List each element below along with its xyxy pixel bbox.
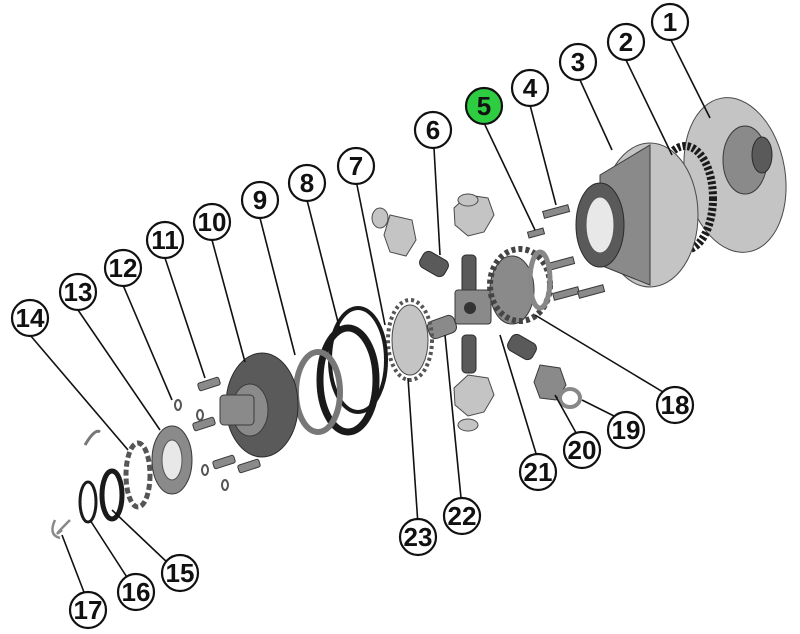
callout-9-label: 9 [253, 185, 267, 215]
callout-14-label: 14 [16, 303, 45, 333]
callout-18[interactable]: 18 [655, 385, 695, 425]
part-small-rings [78, 468, 125, 524]
callout-5[interactable]: 5 [464, 86, 504, 126]
callout-23-label: 23 [404, 522, 433, 552]
callout-22-label: 22 [448, 501, 477, 531]
part-bolts [192, 376, 261, 474]
callout-13[interactable]: 13 [58, 272, 98, 312]
callout-21[interactable]: 21 [518, 452, 558, 492]
callout-1[interactable]: 1 [650, 2, 690, 42]
callout-15[interactable]: 15 [160, 553, 200, 593]
callout-22[interactable]: 22 [442, 496, 482, 536]
part-bearing [151, 425, 193, 495]
part-case-housing [575, 142, 699, 288]
callout-3[interactable]: 3 [558, 42, 598, 82]
part-gears [383, 194, 567, 417]
callout-4[interactable]: 4 [510, 68, 550, 108]
callout-11[interactable]: 11 [145, 220, 185, 260]
callout-17[interactable]: 17 [68, 590, 108, 630]
part-cross-shafts [419, 250, 537, 374]
callout-3-label: 3 [571, 47, 585, 77]
callout-5-label: 5 [477, 91, 491, 121]
leader-lines [29, 37, 711, 601]
callout-20[interactable]: 20 [562, 430, 602, 470]
part-spring-ring [83, 429, 153, 510]
callout-2-label: 2 [619, 27, 633, 57]
callout-23[interactable]: 23 [398, 517, 438, 557]
callout-16-label: 16 [122, 577, 151, 607]
part-pins [526, 204, 606, 301]
callout-12-label: 12 [109, 253, 138, 283]
callout-6[interactable]: 6 [413, 110, 453, 150]
callout-6-label: 6 [426, 115, 440, 145]
part-ring-gear [653, 142, 717, 254]
callout-19[interactable]: 19 [606, 410, 646, 450]
callout-8-label: 8 [300, 168, 314, 198]
callout-19-label: 19 [612, 415, 641, 445]
part-snap-ring [51, 519, 71, 540]
callout-16[interactable]: 16 [116, 572, 156, 612]
part-clips [174, 399, 229, 491]
callout-18-label: 18 [661, 390, 690, 420]
callout-2[interactable]: 2 [606, 22, 646, 62]
callout-11-label: 11 [151, 225, 179, 255]
part-cover [219, 352, 299, 458]
callout-10[interactable]: 10 [192, 202, 232, 242]
callout-7-label: 7 [349, 151, 363, 181]
callout-12[interactable]: 12 [103, 248, 143, 288]
callout-13-label: 13 [64, 277, 93, 307]
part-clutch-gear [386, 298, 434, 382]
callout-21-label: 21 [524, 457, 553, 487]
callout-14[interactable]: 14 [10, 298, 50, 338]
callout-9[interactable]: 9 [240, 180, 280, 220]
callout-1-label: 1 [663, 7, 677, 37]
callout-17-label: 17 [74, 595, 103, 625]
callout-8[interactable]: 8 [287, 163, 327, 203]
parts-illustration [51, 97, 787, 540]
callout-10-label: 10 [198, 207, 227, 237]
part-washers [371, 193, 582, 432]
callouts: 1 2 3 4 5 6 7 8 9 10 11 [10, 2, 695, 630]
callout-20-label: 20 [568, 435, 597, 465]
part-cage [316, 306, 388, 436]
callout-15-label: 15 [166, 558, 195, 588]
callout-7[interactable]: 7 [336, 146, 376, 186]
callout-4-label: 4 [523, 73, 538, 103]
